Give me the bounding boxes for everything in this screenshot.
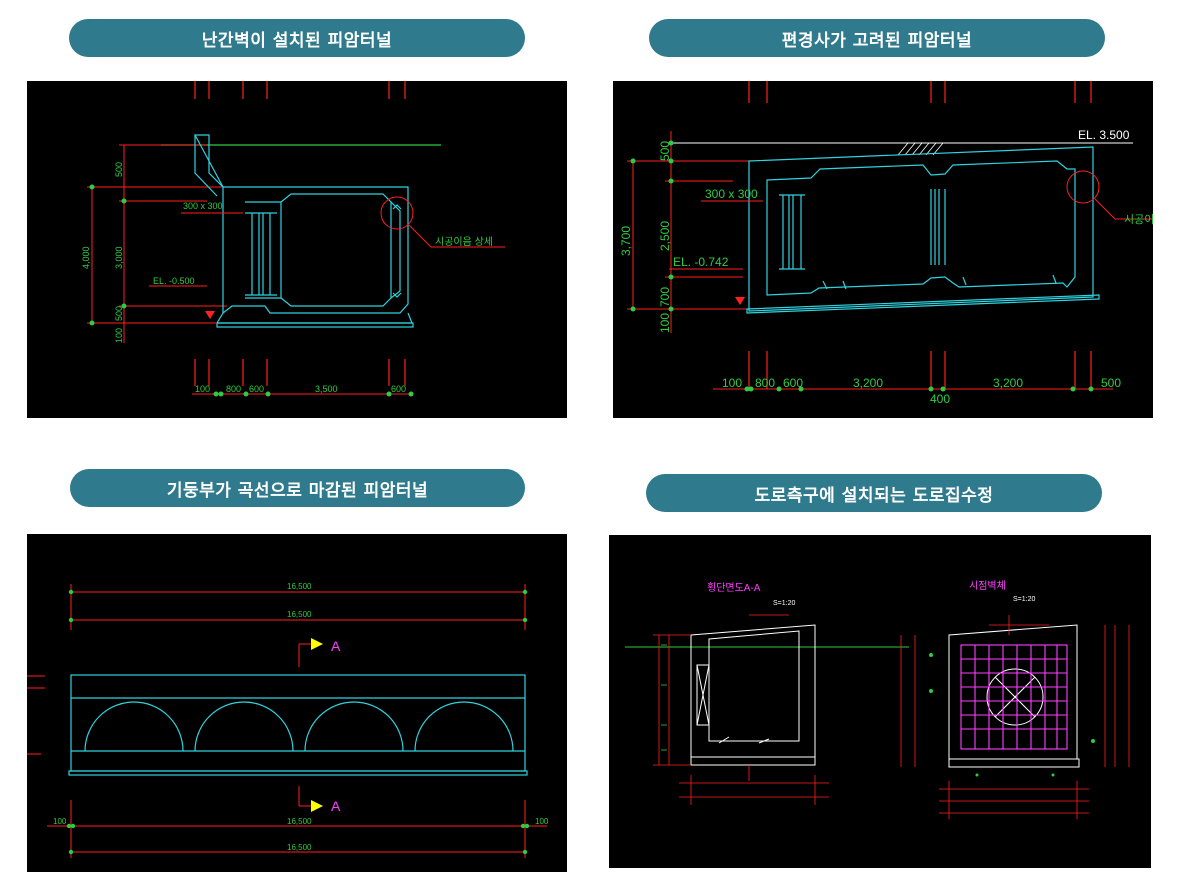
label-chamfer: 300 x 300 [705, 187, 758, 201]
panel-title-2: 편경사가 고려된 피암터널 [649, 19, 1105, 57]
label-elevation-top: EL. 3.500 [1078, 128, 1130, 142]
cad-drawing-superelevation-tunnel: EL. 3.500 3,700 2,500 700 100 500 [613, 81, 1153, 418]
dim-h-800: 800 [226, 384, 241, 394]
dim-h-3200a: 3,200 [853, 376, 883, 390]
dim-v-500: 500 [114, 306, 124, 321]
label-elevation: EL. -0.500 [153, 276, 195, 286]
cad-drawing-parapet-tunnel: 4,000 3,000 500 500 100 300 x 300 EL. -0… [27, 81, 567, 418]
dim-h-800: 800 [755, 376, 775, 390]
dim-v-2500: 2,500 [658, 221, 672, 251]
dim-bottom-1: 16,500 [287, 817, 312, 826]
dim-bottom-right: 100 [535, 817, 549, 826]
dim-top-1: 16,500 [287, 582, 312, 591]
cad-drawing-curved-column-tunnel: 16,500 16,500 A A 16,500 16,500 100 10 [27, 534, 567, 872]
dim-v-500: 500 [658, 141, 672, 161]
cad-drawing-catch-basin: 횡단면도A-A S=1:20 시점벽체 S=1:20 [609, 535, 1151, 868]
dim-v-100: 100 [658, 313, 672, 333]
dim-h-400: 400 [930, 392, 950, 406]
dim-bottom-left: 100 [53, 817, 67, 826]
panel-title-4: 도로측구에 설치되는 도로집수정 [646, 474, 1102, 512]
dim-h-3200b: 3,200 [993, 376, 1023, 390]
dim-h-600b: 600 [391, 384, 406, 394]
dim-v-3000: 3,000 [114, 246, 124, 269]
label-joint-detail: 시공이 [1124, 213, 1153, 226]
dim-v-3700: 3,700 [619, 226, 633, 256]
dim-h-600: 600 [249, 384, 264, 394]
dim-h-3500: 3,500 [315, 384, 338, 394]
dim-h-600: 600 [783, 376, 803, 390]
section-mark-top: A [331, 638, 341, 654]
label-chamfer: 300 x 300 [183, 201, 223, 211]
panel-title-3: 기둥부가 곡선으로 마감된 피암터널 [70, 469, 525, 507]
panel-title-1: 난간벽이 설치된 피암터널 [69, 19, 525, 57]
dim-v-4000: 4,000 [81, 246, 91, 269]
dim-v-100: 100 [114, 328, 124, 343]
view-scale-right: S=1:20 [1013, 596, 1035, 603]
section-mark-bottom: A [331, 798, 341, 814]
label-joint-detail: 시공이음 상세 [435, 236, 493, 248]
dim-v-700: 700 [658, 287, 672, 307]
dim-v-500-top: 500 [114, 162, 124, 177]
dim-h-100: 100 [195, 384, 210, 394]
view-title-start-wall: 시점벽체 [969, 580, 1006, 592]
dim-h-500: 500 [1101, 376, 1121, 390]
dim-bottom-2: 16,500 [287, 843, 312, 852]
view-title-cross-section: 횡단면도A-A [707, 582, 761, 594]
dim-h-100: 100 [722, 376, 742, 390]
dim-top-2: 16,500 [287, 610, 312, 619]
view-scale-left: S=1:20 [773, 600, 795, 607]
label-elevation: EL. -0.742 [673, 255, 729, 269]
